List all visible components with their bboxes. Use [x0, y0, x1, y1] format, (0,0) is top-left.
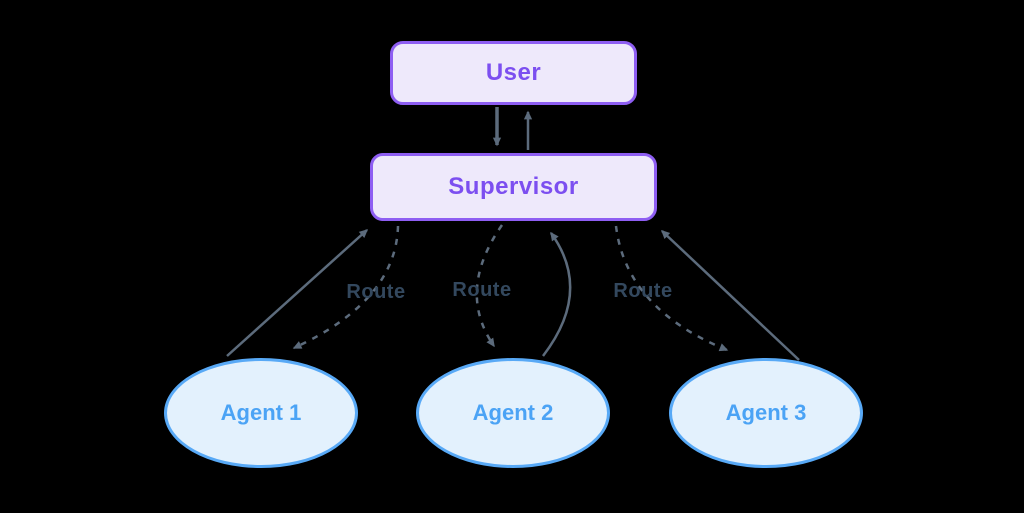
edge-supervisor-to-agent2-route — [475, 224, 504, 348]
route-label-agent1: Route — [346, 281, 406, 303]
edge-supervisor-to-agent1-route — [292, 225, 400, 350]
edge-agent1-to-supervisor-arrow — [226, 229, 369, 357]
route-label-agent3: Route — [613, 280, 673, 302]
edge-agent2-to-supervisor-arrow — [542, 231, 572, 357]
route-label-agent2: Route — [452, 279, 512, 301]
supervisor-node: Supervisor — [370, 153, 657, 221]
agent-2-node: Agent 2 — [416, 358, 610, 468]
user-node-label: User — [485, 59, 542, 86]
supervisor-node-label: Supervisor — [448, 173, 579, 200]
agent-1-label: Agent 1 — [220, 400, 302, 425]
edge-agent3-to-supervisor-arrow — [660, 230, 800, 361]
agent-1-node: Agent 1 — [164, 358, 358, 468]
agent-3-label: Agent 3 — [725, 400, 807, 425]
user-node: User — [390, 41, 637, 105]
agent-2-label: Agent 2 — [472, 400, 554, 425]
agent-3-node: Agent 3 — [669, 358, 863, 468]
edge-supervisor-to-agent3-route — [614, 225, 729, 352]
